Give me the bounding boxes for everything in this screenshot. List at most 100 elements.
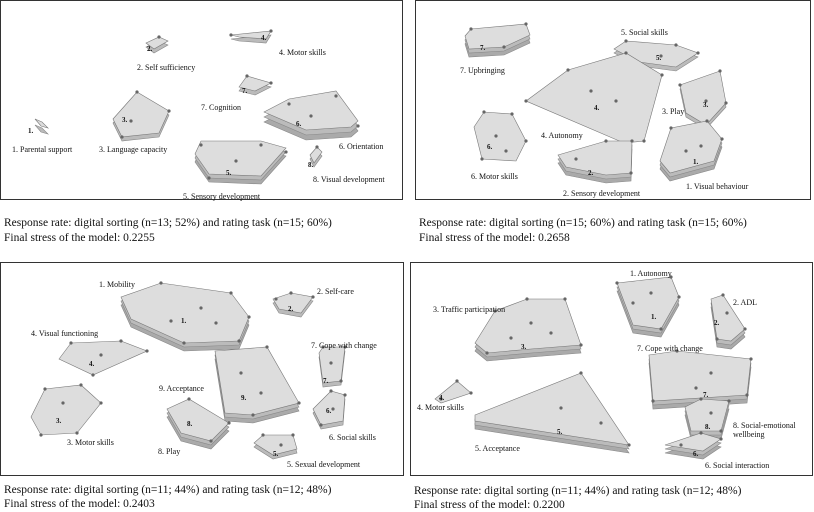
cluster-shape-d7 (648, 350, 752, 410)
cluster-shape-b7 (464, 23, 531, 58)
cluster-shape-d8 (684, 398, 730, 440)
cluster-label-b4: 4. Autonomy (541, 131, 583, 140)
cluster-shape-8 (309, 146, 323, 168)
response-rate-a: Response rate: digital sorting (n=13; 52… (4, 217, 332, 229)
cluster-number-b6: 6. (487, 143, 493, 151)
cluster-label-d4: 4. Motor skills (417, 403, 464, 412)
cluster-label-c6: 6. Social skills (329, 433, 376, 442)
cluster-label-c9: 9. Acceptance (159, 384, 204, 393)
cluster-number-c7: 7. (323, 377, 329, 385)
response-rate-c: Response rate: digital sorting (n=11; 44… (4, 484, 332, 496)
cluster-label-1: 1. Parental support (12, 145, 73, 154)
cluster-map-b: 7. 5. 4. 3. 6. 2. 1. 5. Social skills 7.… (415, 0, 811, 200)
cluster-label-2: 2. Self sufficiency (137, 63, 196, 72)
cluster-label-b2: 2. Sensory development (563, 189, 641, 198)
cluster-shape-d1 (616, 276, 680, 338)
cluster-number-d4: 4. (439, 394, 445, 402)
cluster-label-b6: 6. Motor skills (471, 172, 518, 181)
cluster-label-b7: 7. Upbringing (460, 66, 505, 75)
cluster-number-2: 2. (147, 45, 153, 53)
cluster-label-5: 5. Sensory development (183, 192, 261, 201)
cluster-label-3: 3. Language capacity (99, 145, 168, 154)
cluster-shape-c2 (272, 292, 314, 318)
cluster-shape-c1 (120, 282, 250, 352)
final-stress-a: Final stress of the model: 0.2255 (4, 232, 155, 244)
statement-points-b (469, 22, 728, 175)
cluster-map-c: 1. 2. 4. 7. 9. 3. 6. 8. 5. 1. Mobility 2… (0, 262, 404, 476)
cluster-label-6: 6. Orientation (339, 142, 384, 151)
cluster-label-7: 7. Cognition (201, 103, 242, 112)
cluster-number-d2: 2. (714, 319, 720, 327)
response-rate-d: Response rate: digital sorting (n=11; 44… (414, 485, 742, 497)
cluster-label-c7: 7. Cope with change (311, 341, 377, 350)
cluster-label-d8: 8. Social-emotional wellbeing (733, 421, 796, 439)
cluster-map-c-drawing (30, 281, 347, 460)
cluster-label-c8: 8. Play (158, 447, 181, 456)
cluster-shape-b2 (557, 140, 633, 184)
cluster-map-d: 1. 2. 3. 7. 4. 5. 8. 6. 1. Autonomy 2. A… (410, 262, 813, 476)
cluster-number-c6: 6. (326, 407, 332, 415)
cluster-shape-c5 (253, 434, 298, 460)
cluster-number-7: 7. (242, 87, 248, 95)
cluster-map-d-drawing (434, 275, 753, 460)
cluster-shape-b1 (659, 120, 723, 182)
cluster-label-b3: 3. Play (662, 107, 685, 116)
cluster-shape-2 (145, 36, 169, 54)
cluster-label-d6: 6. Social interaction (705, 461, 770, 470)
cluster-label-8: 8. Visual development (313, 175, 385, 184)
cluster-number-8: 8. (308, 161, 314, 169)
cluster-label-c5: 5. Sexual development (287, 460, 361, 469)
cluster-number-b3: 3. (703, 101, 709, 109)
cluster-map-a-drawing (34, 29, 360, 185)
cluster-label-d5: 5. Acceptance (475, 444, 520, 453)
statement-points-d (439, 275, 753, 447)
cluster-label-d1: 1. Autonomy (630, 269, 672, 278)
cluster-number-b5: 5. (656, 54, 662, 62)
final-stress-d: Final stress of the model: 0.2200 (414, 499, 565, 511)
statement-points-c (39, 281, 347, 447)
cluster-number-d1: 1. (651, 313, 657, 321)
cluster-number-c4: 4. (89, 360, 95, 368)
panel-c: 1. 2. 4. 7. 9. 3. 6. 8. 5. 1. Mobility 2… (0, 262, 405, 512)
cluster-shape-b4 (525, 52, 663, 144)
cluster-number-3: 3. (122, 116, 128, 124)
cluster-shape-3 (112, 91, 170, 142)
cluster-label-c3: 3. Motor skills (67, 438, 114, 447)
cluster-number-4: 4. (261, 34, 267, 42)
panel-a: 1. 2. 3. 4. 5. 6. 7. 8. 1. Parental supp… (0, 0, 405, 250)
cluster-shape-1 (34, 118, 50, 135)
cluster-number-d6: 6. (693, 450, 699, 458)
cluster-shape-c9 (214, 346, 300, 424)
cluster-shape-c6 (312, 390, 346, 430)
cluster-label-b1: 1. Visual behaviour (686, 182, 749, 191)
cluster-shape-c7 (318, 346, 346, 388)
cluster-shape-4 (230, 30, 272, 44)
cluster-map-b-drawing (464, 22, 728, 184)
cluster-number-c8: 8. (187, 420, 193, 428)
cluster-shape-c4 (58, 340, 148, 376)
cluster-label-b5: 5. Social skills (621, 28, 668, 37)
cluster-number-6: 6. (296, 120, 302, 128)
cluster-map-a: 1. 2. 3. 4. 5. 6. 7. 8. 1. Parental supp… (0, 0, 403, 201)
cluster-shape-b3 (679, 70, 727, 130)
response-rate-b: Response rate: digital sorting (n=15; 60… (419, 217, 747, 229)
cluster-number-c2: 2. (288, 305, 294, 313)
cluster-label-d3: 3. Traffic participation (433, 305, 506, 314)
cluster-number-d7: 7. (703, 391, 709, 399)
cluster-number-b7: 7. (480, 44, 486, 52)
final-stress-b: Final stress of the model: 0.2658 (419, 232, 570, 244)
cluster-number-b2: 2. (588, 169, 594, 177)
cluster-label-c2: 2. Self-care (317, 287, 354, 296)
cluster-shape-b6 (473, 111, 527, 162)
cluster-number-c9: 9. (241, 394, 247, 402)
cluster-shape-c8 (166, 398, 230, 450)
panel-b: 7. 5. 4. 3. 6. 2. 1. 5. Social skills 7.… (415, 0, 814, 250)
cluster-number-1: 1. (28, 127, 34, 135)
cluster-shape-d2 (710, 294, 746, 350)
cluster-number-d3: 3. (521, 343, 527, 351)
cluster-number-d8: 8. (705, 423, 711, 431)
cluster-number-c5: 5. (273, 450, 279, 458)
cluster-label-d2: 2. ADL (733, 298, 757, 307)
cluster-number-c1: 1. (181, 317, 187, 325)
cluster-shape-c3 (30, 384, 102, 436)
